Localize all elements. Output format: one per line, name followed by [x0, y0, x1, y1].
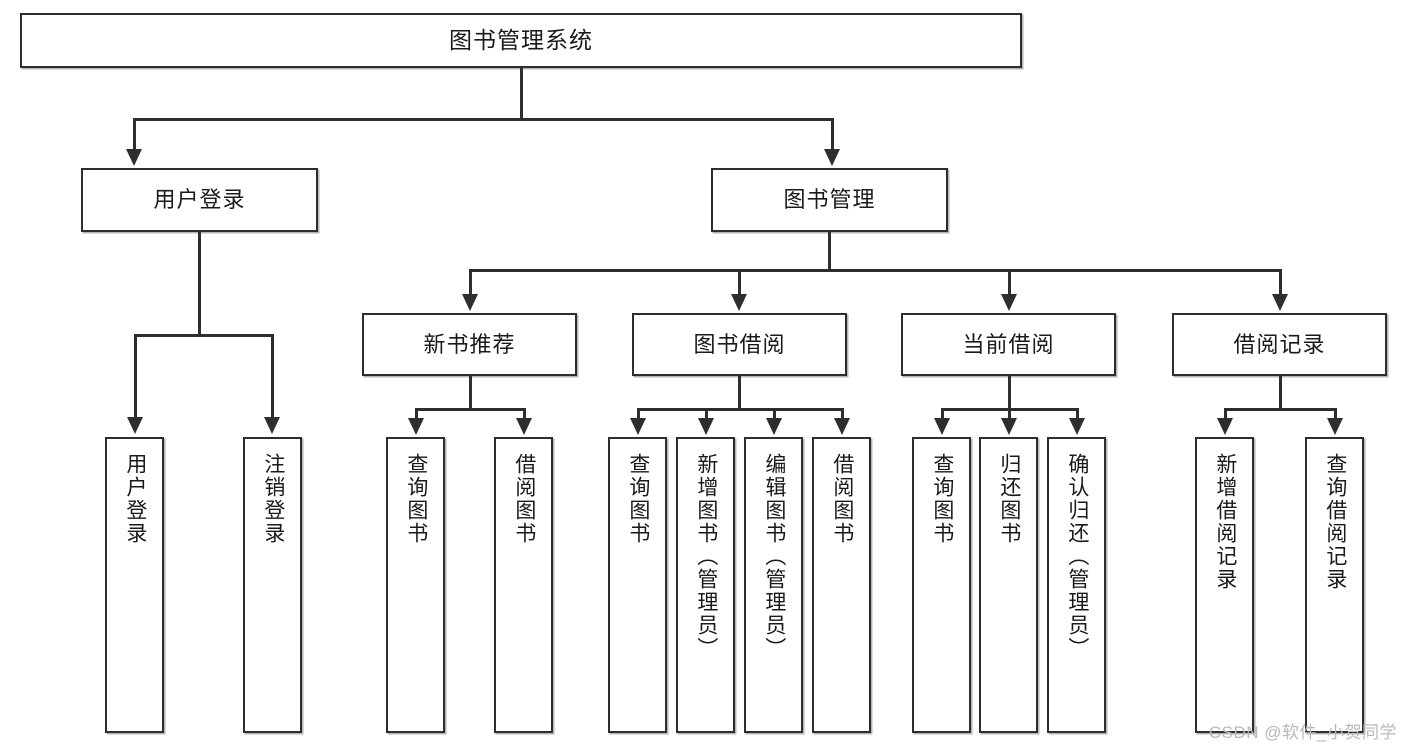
arrow-to-leaf-query-book-1: [408, 418, 424, 435]
node-current-borrow[interactable]: 当前借阅: [901, 313, 1116, 376]
arrow-to-leaf-borrow-book-2: [834, 418, 850, 435]
connector-borrow-record-drop-1: [1224, 408, 1227, 420]
arrow-to-leaf-add-record: [1217, 418, 1233, 435]
connector-book-borrow-drop-3: [773, 408, 776, 420]
leaf-label: 新增借阅记录: [1213, 453, 1237, 591]
arrow-to-new-book-recommend: [462, 294, 478, 311]
leaf-add-borrow-record[interactable]: 新增借阅记录: [1195, 437, 1254, 733]
node-label: 用户登录: [153, 187, 246, 213]
arrow-to-leaf-query-book-2: [630, 418, 646, 435]
arrow-to-leaf-confirm-return: [1069, 418, 1085, 435]
arrow-to-leaf-query-record: [1327, 418, 1343, 435]
node-label: 图书管理: [783, 187, 876, 213]
leaf-label: 借阅图书: [512, 453, 536, 545]
leaf-add-book-admin[interactable]: 新增图书（管理员）: [676, 437, 735, 733]
node-borrow-record[interactable]: 借阅记录: [1172, 313, 1387, 376]
node-label: 新书推荐: [423, 331, 516, 357]
leaf-query-book-1[interactable]: 查询图书: [386, 437, 445, 733]
leaf-query-book-3[interactable]: 查询图书: [912, 437, 971, 733]
leaf-label: 用户登录: [123, 453, 147, 545]
connector-level2-bar: [133, 118, 833, 121]
connector-new-book-bar: [415, 408, 525, 411]
connector-book-borrow-drop-1: [637, 408, 640, 420]
connector-new-book-drop-1: [415, 408, 418, 420]
leaf-edit-book-admin[interactable]: 编辑图书（管理员）: [744, 437, 803, 733]
leaf-logout[interactable]: 注销登录: [243, 437, 302, 733]
connector-user-login-drop-2: [271, 334, 274, 419]
leaf-label: 查询图书: [404, 453, 428, 545]
node-book-borrow[interactable]: 图书借阅: [632, 313, 847, 376]
node-label: 图书管理系统: [449, 27, 593, 54]
leaf-return-book[interactable]: 归还图书: [979, 437, 1038, 733]
connector-current-borrow-drop-1: [941, 408, 944, 420]
leaf-label: 注销登录: [261, 453, 285, 545]
connector-user-login-stem: [198, 232, 201, 334]
connector-new-book-stem: [469, 376, 472, 408]
connector-user-login-bar: [134, 334, 273, 337]
arrow-to-leaf-add-book: [698, 418, 714, 435]
leaf-label: 编辑图书（管理员）: [762, 453, 786, 660]
arrow-to-borrow-record: [1272, 294, 1288, 311]
leaf-confirm-return-admin[interactable]: 确认归还（管理员）: [1047, 437, 1106, 733]
connector-book-borrow-drop-4: [841, 408, 844, 420]
connector-borrow-record-stem: [1279, 376, 1282, 408]
arrow-to-book-management: [824, 149, 840, 166]
connector-book-borrow-bar: [637, 408, 843, 411]
leaf-label: 查询图书: [930, 453, 954, 545]
node-label: 当前借阅: [962, 331, 1055, 357]
node-user-login[interactable]: 用户登录: [81, 168, 318, 232]
connector-level3-bar: [469, 269, 1281, 272]
leaf-label: 借阅图书: [830, 453, 854, 545]
node-book-management[interactable]: 图书管理: [711, 168, 948, 232]
connector-root-stem: [520, 68, 523, 118]
connector-book-borrow-drop-2: [705, 408, 708, 420]
connector-level2-right-drop: [831, 118, 834, 151]
arrow-to-leaf-return-book: [1001, 418, 1017, 435]
connector-book-management-stem: [828, 232, 831, 269]
connector-new-book-drop-2: [523, 408, 526, 420]
connector-level3-drop-3: [1008, 269, 1011, 296]
connector-borrow-record-bar: [1224, 408, 1336, 411]
connector-current-borrow-drop-2: [1008, 408, 1011, 420]
arrow-to-leaf-edit-book: [766, 418, 782, 435]
leaf-query-borrow-record[interactable]: 查询借阅记录: [1305, 437, 1364, 733]
leaf-label: 查询图书: [626, 453, 650, 545]
connector-book-borrow-stem: [738, 376, 741, 408]
node-new-book-recommend[interactable]: 新书推荐: [362, 313, 577, 376]
arrow-to-leaf-logout: [264, 417, 280, 434]
arrow-to-leaf-query-book-3: [934, 418, 950, 435]
leaf-borrow-book-1[interactable]: 借阅图书: [494, 437, 553, 733]
connector-current-borrow-drop-3: [1076, 408, 1079, 420]
node-label: 图书借阅: [693, 331, 786, 357]
connector-current-borrow-stem: [1008, 376, 1011, 408]
connector-level2-left-drop: [133, 118, 136, 151]
leaf-label: 确认归还（管理员）: [1065, 453, 1089, 660]
node-label: 借阅记录: [1233, 331, 1326, 357]
connector-borrow-record-drop-2: [1334, 408, 1337, 420]
connector-level3-drop-1: [469, 269, 472, 296]
arrow-to-leaf-borrow-book-1: [516, 418, 532, 435]
leaf-user-login[interactable]: 用户登录: [105, 437, 164, 733]
arrow-to-leaf-user-login: [127, 417, 143, 434]
node-root-book-management-system[interactable]: 图书管理系统: [20, 13, 1022, 68]
arrow-to-user-login: [126, 149, 142, 166]
leaf-label: 归还图书: [997, 453, 1021, 545]
leaf-label: 查询借阅记录: [1323, 453, 1347, 591]
arrow-to-book-borrow: [731, 294, 747, 311]
leaf-label: 新增图书（管理员）: [694, 453, 718, 660]
connector-level3-drop-4: [1279, 269, 1282, 296]
connector-level3-drop-2: [738, 269, 741, 296]
leaf-borrow-book-2[interactable]: 借阅图书: [812, 437, 871, 733]
leaf-query-book-2[interactable]: 查询图书: [608, 437, 667, 733]
connector-user-login-drop-1: [134, 334, 137, 419]
arrow-to-current-borrow: [1001, 294, 1017, 311]
